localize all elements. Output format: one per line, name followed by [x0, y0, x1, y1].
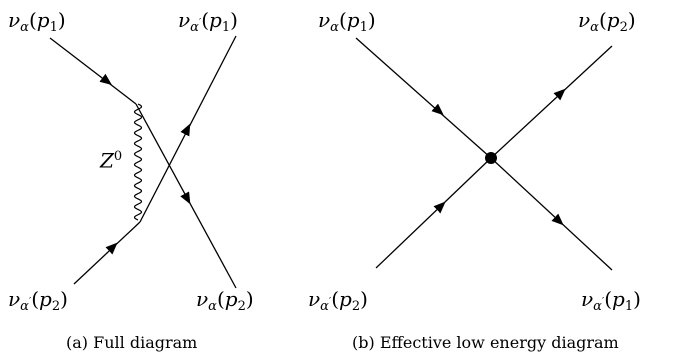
caption-b: (b) Effective low energy diagram [352, 333, 619, 352]
line-a-top-left-in [49, 37, 137, 105]
line-a-out-top-right [139, 35, 237, 223]
z-boson-label: Z0 [100, 148, 123, 173]
effective-vertex [485, 152, 497, 164]
label-a-top-left: να(p1) [8, 8, 66, 35]
line-b-bottom-left [375, 157, 492, 269]
diagram-a [49, 35, 237, 289]
line-b-top-right [490, 45, 613, 159]
label-b-bottom-left: να′(p2) [308, 287, 368, 314]
label-b-top-left: να(p1) [318, 8, 376, 35]
label-b-bottom-right: να′(p1) [581, 287, 641, 314]
label-a-bottom-right: να(p2) [196, 287, 254, 314]
label-a-top-right: να′(p1) [178, 8, 238, 35]
diagram-b [355, 37, 613, 271]
caption-a: (a) Full diagram [66, 333, 198, 352]
label-b-top-right: να(p2) [578, 8, 636, 35]
z-boson-propagator [133, 103, 143, 221]
line-b-bottom-right [490, 157, 613, 271]
line-a-bottom-left-in [73, 221, 141, 285]
line-b-top-left [355, 37, 492, 159]
label-a-bottom-left: να′(p2) [8, 287, 68, 314]
